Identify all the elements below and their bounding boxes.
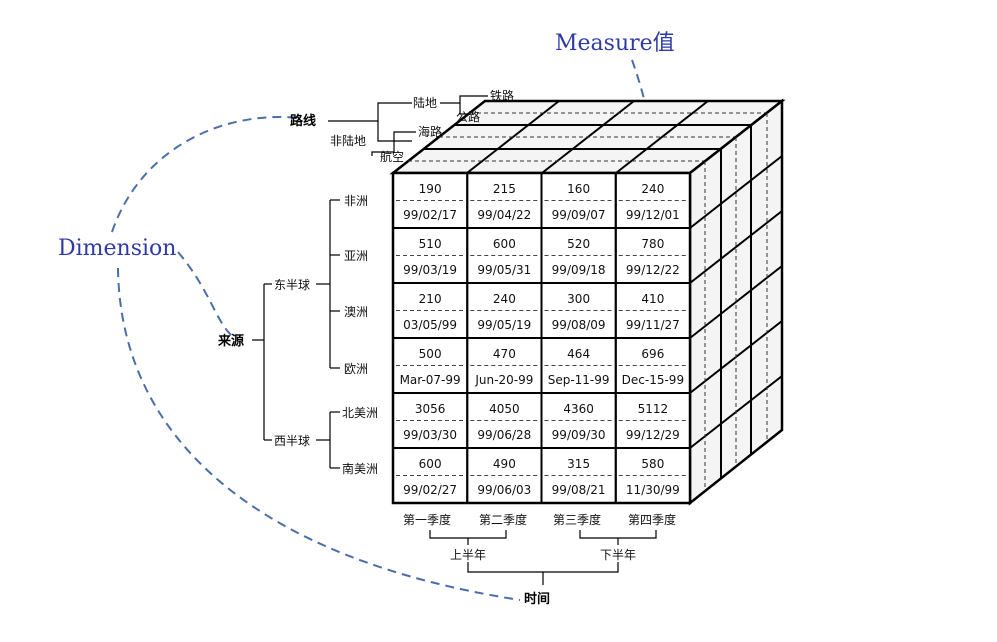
cell-value: 315 xyxy=(567,457,590,471)
route-tree xyxy=(328,95,488,156)
dimension-arc-route xyxy=(111,116,301,233)
cell-date: 99/12/29 xyxy=(626,428,680,442)
data-cell: 490 99/06/03 xyxy=(466,447,543,504)
cell-value: 470 xyxy=(493,347,516,361)
cell-value: 240 xyxy=(493,292,516,306)
cell-value: 410 xyxy=(641,292,664,306)
cell-value: 600 xyxy=(493,237,516,251)
cell-value: 490 xyxy=(493,457,516,471)
region-south-america: 南美洲 xyxy=(342,461,378,476)
cell-value: 500 xyxy=(419,347,442,361)
cell-date: 99/12/01 xyxy=(626,208,680,222)
region-africa: 非洲 xyxy=(344,194,368,208)
dimension-label: Dimension xyxy=(58,236,176,261)
region-asia: 亚洲 xyxy=(344,249,368,263)
cell-date: 99/12/22 xyxy=(626,263,680,277)
source-tree xyxy=(252,199,340,469)
cell-date: 99/09/18 xyxy=(552,263,606,277)
cell-date: Sep-11-99 xyxy=(548,373,610,387)
source-title: 来源 xyxy=(217,333,244,349)
cell-value: 215 xyxy=(493,182,516,196)
data-cell: 190 99/02/17 xyxy=(392,172,469,229)
cell-value: 190 xyxy=(419,182,442,196)
route-road: 公路 xyxy=(456,109,480,124)
cell-date: 99/03/19 xyxy=(403,263,457,277)
cell-value: 5112 xyxy=(638,402,669,416)
cell-date: 99/06/28 xyxy=(477,428,531,442)
region-europe: 欧洲 xyxy=(344,362,368,376)
cell-date: Mar-07-99 xyxy=(400,373,461,387)
time-title: 时间 xyxy=(524,591,550,607)
route-nonland: 非陆地 xyxy=(330,133,366,148)
cell-value: 520 xyxy=(567,237,590,251)
cell-value: 4360 xyxy=(563,402,594,416)
data-cell: 4050 99/06/28 xyxy=(466,392,543,449)
cell-date: Dec-15-99 xyxy=(622,373,684,387)
cell-date: 99/02/17 xyxy=(403,208,457,222)
region-oceania: 澳洲 xyxy=(344,305,368,319)
cell-date: 99/03/30 xyxy=(403,428,457,442)
cell-date: 99/04/22 xyxy=(477,208,531,222)
route-rail: 铁路 xyxy=(490,88,514,103)
cell-date: 99/11/27 xyxy=(626,318,680,332)
cell-date: 99/09/30 xyxy=(552,428,606,442)
route-sea: 海路 xyxy=(418,124,442,139)
source-east: 东半球 xyxy=(274,278,310,292)
cell-date: 11/30/99 xyxy=(626,483,680,497)
cell-value: 240 xyxy=(641,182,664,196)
quarter-1: 第一季度 xyxy=(403,512,451,527)
data-cell: 240 99/05/19 xyxy=(466,282,543,339)
measure-label: Measure值 xyxy=(555,31,675,56)
cell-date: Jun-20-99 xyxy=(474,373,533,387)
cube-right-dashes xyxy=(704,113,768,491)
cube-top-dashes xyxy=(408,112,767,162)
quarter-3: 第三季度 xyxy=(553,512,601,527)
cell-date: 99/05/19 xyxy=(477,318,531,332)
cell-date: 99/08/09 xyxy=(552,318,606,332)
time-tree xyxy=(429,530,657,585)
cell-value: 210 xyxy=(419,292,442,306)
cell-value: 300 xyxy=(567,292,590,306)
quarter-2: 第二季度 xyxy=(479,512,527,527)
cell-border xyxy=(614,447,691,504)
source-west: 西半球 xyxy=(274,434,310,448)
dimension-arc-time xyxy=(117,267,521,601)
cell-date: 99/08/21 xyxy=(552,483,606,497)
cube-front-face: 190 99/02/17 215 99/04/22 160 99/09/07 240 99/1… xyxy=(391,171,692,505)
region-north-america: 北美洲 xyxy=(342,406,378,420)
quarter-4: 第四季度 xyxy=(628,512,676,527)
cell-value: 4050 xyxy=(489,402,520,416)
cell-date: 99/05/31 xyxy=(477,263,531,277)
dimension-arc-source xyxy=(177,251,233,337)
cell-value: 696 xyxy=(641,347,664,361)
time-h2: 下半年 xyxy=(600,548,636,562)
cell-value: 780 xyxy=(641,237,664,251)
data-cell: 580 11/30/99 xyxy=(614,447,691,504)
route-title: 路线 xyxy=(290,113,316,129)
cell-value: 580 xyxy=(641,457,664,471)
cell-value: 3056 xyxy=(415,402,446,416)
cell-date: 99/06/03 xyxy=(477,483,531,497)
time-h1: 上半年 xyxy=(450,548,486,562)
data-cell: 600 99/05/31 xyxy=(466,227,543,284)
route-air: 航空 xyxy=(380,149,404,164)
cell-date: 03/05/99 xyxy=(403,318,457,332)
cell-value: 464 xyxy=(567,347,590,361)
cell-date: 99/09/07 xyxy=(552,208,606,222)
route-land: 陆地 xyxy=(413,95,437,110)
cell-date: 99/02/27 xyxy=(403,483,457,497)
cell-value: 600 xyxy=(419,457,442,471)
data-cell: 3056 99/03/30 xyxy=(392,392,469,449)
cell-value: 160 xyxy=(567,182,590,196)
cell-value: 510 xyxy=(419,237,442,251)
